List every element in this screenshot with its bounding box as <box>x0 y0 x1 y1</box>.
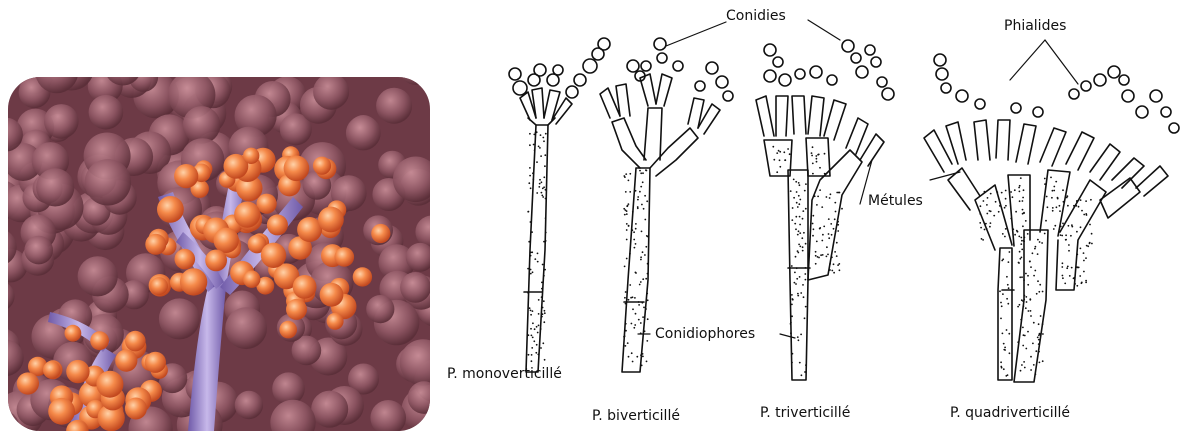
label-conidies: Conidies <box>726 8 786 24</box>
label-quadriverticille: P. quadriverticillé <box>950 405 1070 421</box>
quadriverticille-drawing <box>924 54 1179 382</box>
label-biverticille: P. biverticillé <box>592 408 680 424</box>
penicillium-photo <box>8 77 430 431</box>
penicillium-photo-illustration <box>8 77 430 431</box>
biverticille-drawing <box>600 38 733 372</box>
triverticille-drawing <box>756 40 894 380</box>
label-phialides: Phialides <box>1004 18 1066 34</box>
monoverticille-drawing <box>509 38 610 372</box>
label-conidiophores: Conidiophores <box>655 326 755 342</box>
label-monoverticille: P. monoverticillé <box>447 366 562 382</box>
label-metules: Métules <box>868 193 923 209</box>
label-triverticille: P. triverticillé <box>760 405 850 421</box>
